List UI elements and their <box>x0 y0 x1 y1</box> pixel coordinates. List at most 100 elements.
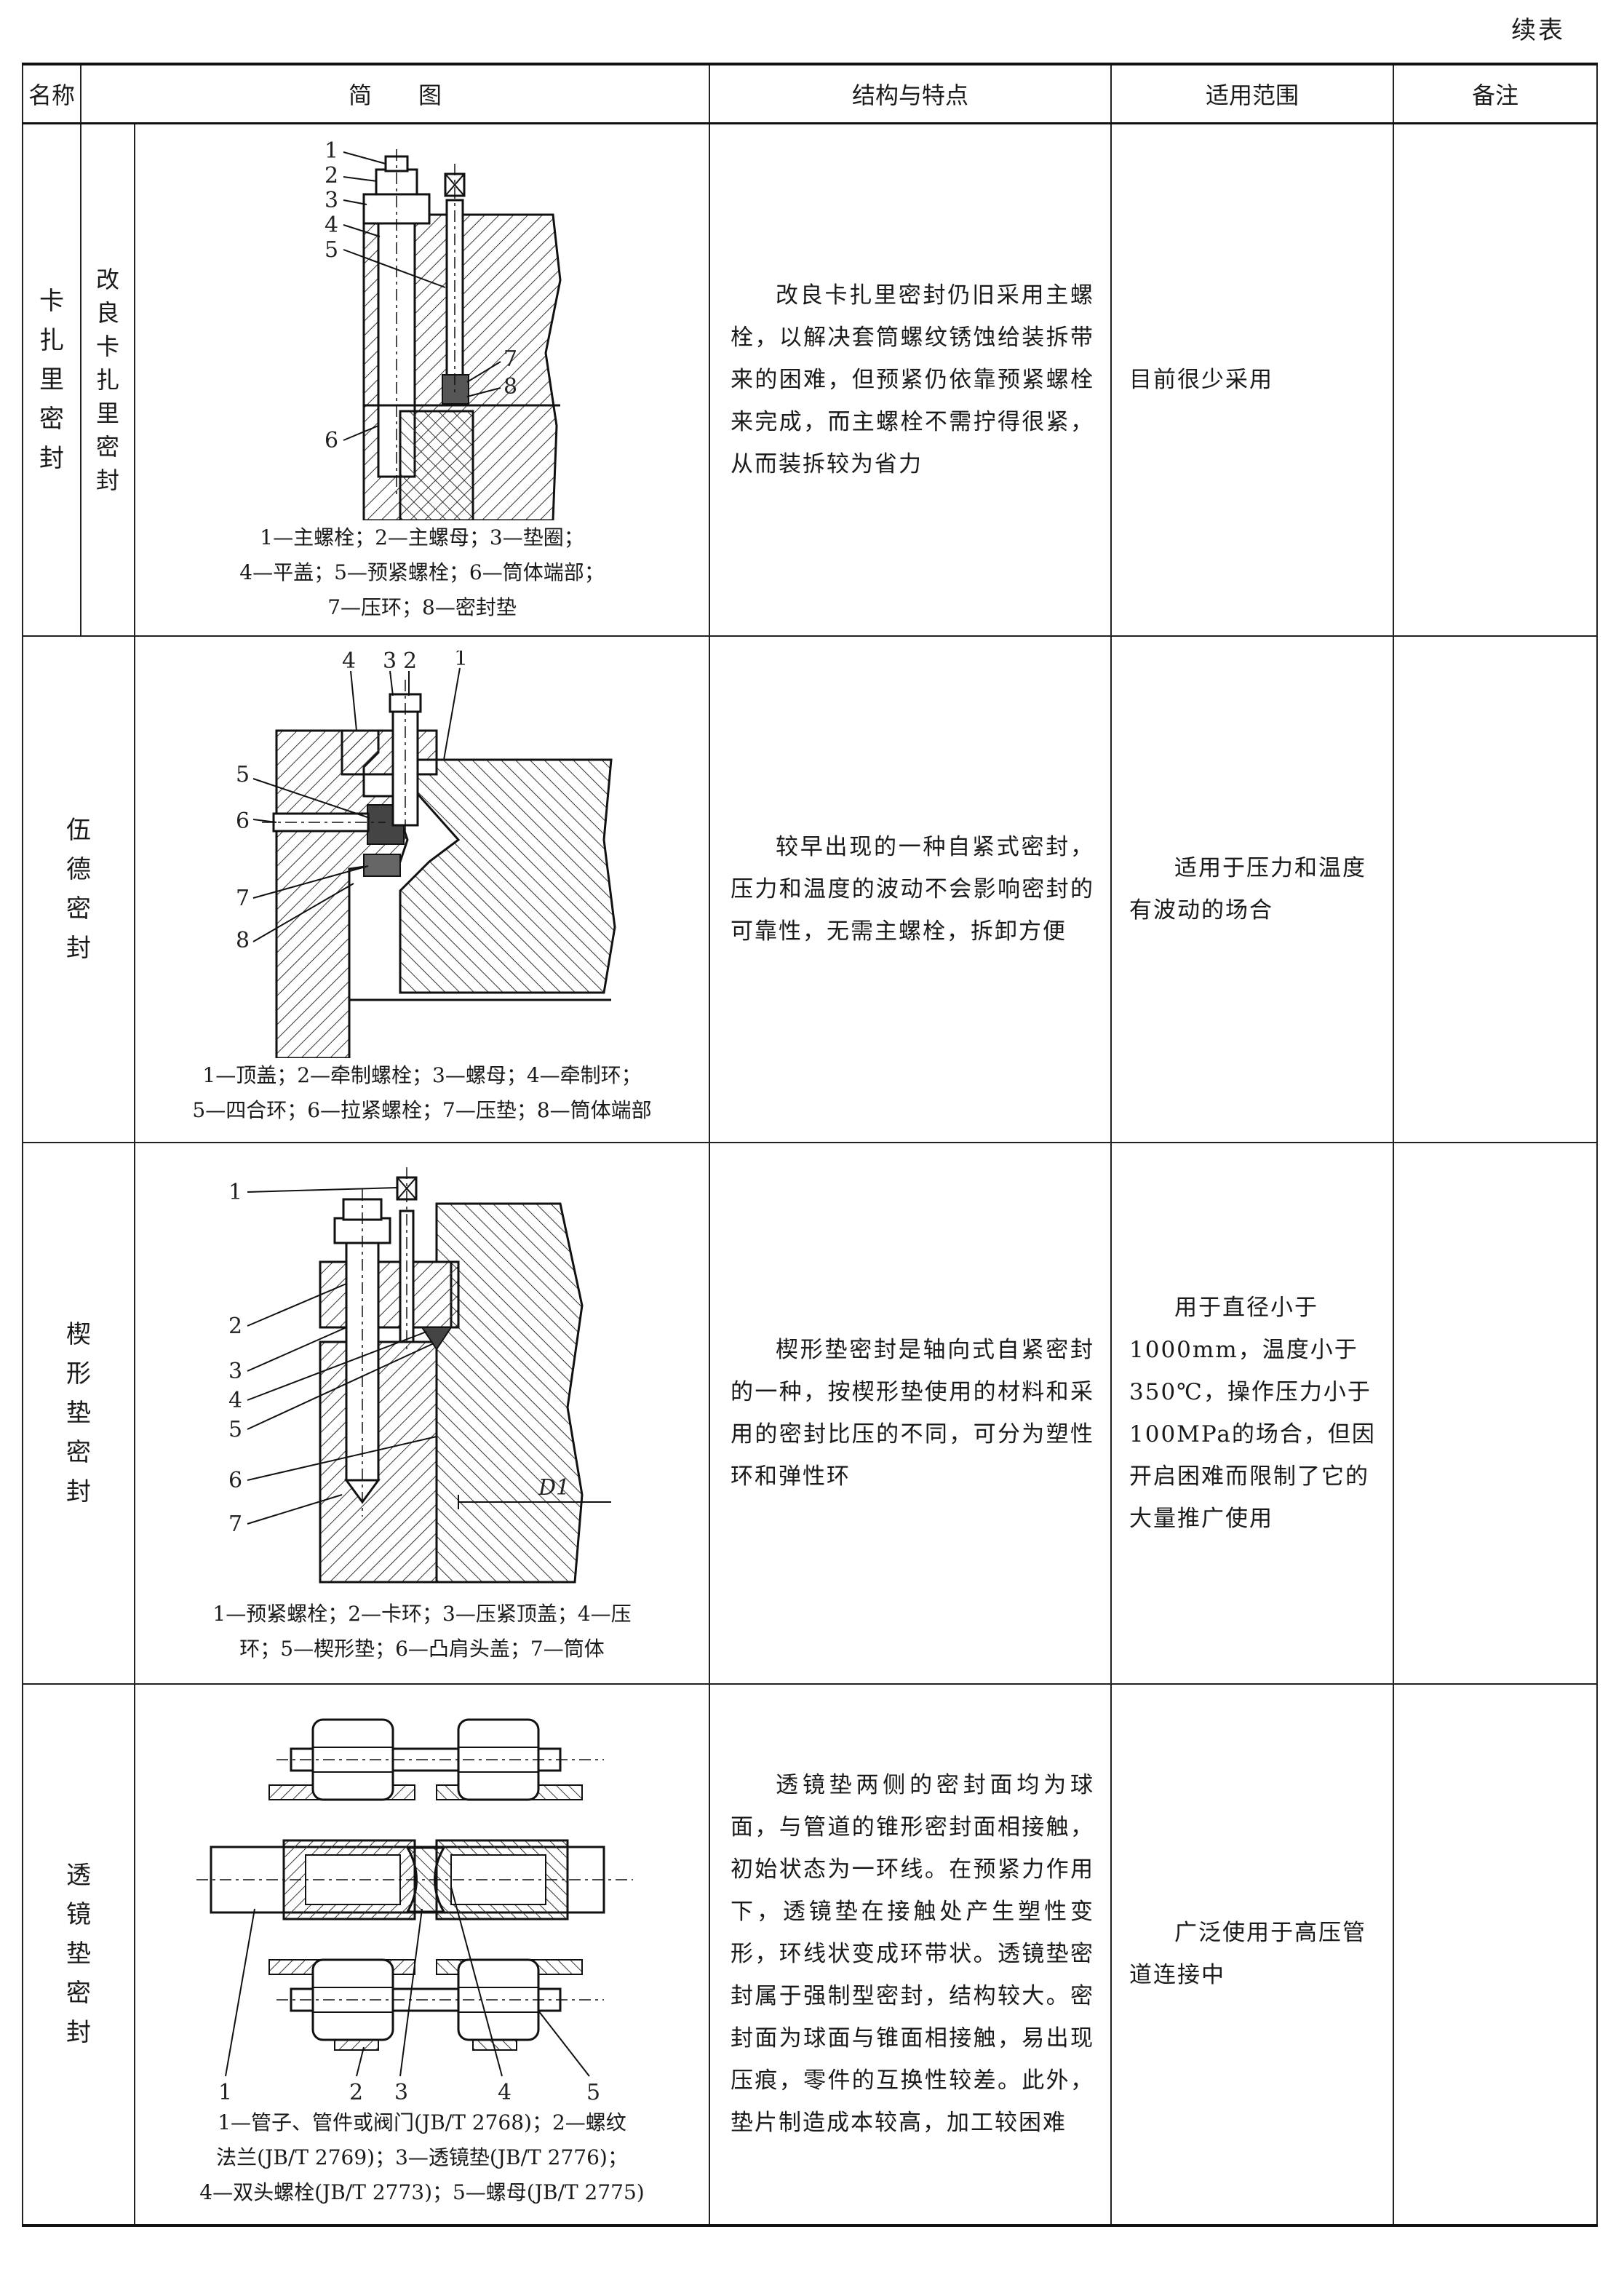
name-char: 楔 <box>66 1319 91 1349</box>
diagram-cell: 1 2 3 4 5 6 7 D1 1—预紧螺栓；2—卡环；3—压紧顶盖；4—压 … <box>133 1141 711 1685</box>
callout-6: 6 <box>228 1468 242 1493</box>
callout-1: 1 <box>218 2080 232 2105</box>
caption-line: 法兰(JB/T 2769)；3—透镜垫(JB/T 2776)； <box>216 2145 628 2169</box>
name-char: 密 <box>39 404 64 434</box>
caption-line: 1—管子、管件或阀门(JB/T 2768)；2—螺纹 <box>218 2110 626 2134</box>
name-char: 里 <box>95 399 119 427</box>
name-char: 密 <box>66 894 91 923</box>
callout-5: 5 <box>228 1417 242 1442</box>
diagram-cell: 1 2 3 4 5 1—管子、管件或阀门(JB/T 2768)；2—螺纹 法兰(… <box>133 1683 711 2226</box>
callout-7: 7 <box>228 1512 242 1537</box>
remark-cell <box>1393 1141 1599 1685</box>
name-text: 卡扎里密封 <box>39 282 64 478</box>
caption-line: 1—预紧螺栓；2—卡环；3—压紧顶盖；4—压 <box>212 1601 632 1626</box>
callout-8: 8 <box>503 374 517 400</box>
name-char: 封 <box>66 2018 91 2047</box>
wood-diagram: 4 3 2 1 5 6 7 8 <box>236 651 616 1058</box>
name-char: 德 <box>66 854 91 884</box>
name-char: 形 <box>66 1359 91 1389</box>
callout-3: 3 <box>228 1359 242 1384</box>
callout-3: 3 <box>325 188 338 213</box>
row-name: 楔形垫密封 <box>22 1141 135 1685</box>
name-char: 里 <box>39 365 64 394</box>
row-name: 卡扎里密封 <box>22 122 81 637</box>
header-remark: 备注 <box>1393 63 1599 124</box>
scope-text: 目前很少采用 <box>1110 122 1395 637</box>
row-wood: 伍德密封 <box>22 635 1599 1143</box>
name-text: 透镜垫密封 <box>66 1856 91 2052</box>
name-char: 卡 <box>39 286 64 316</box>
caption-line: 环；5—楔形垫；6—凸肩头盖；7—筒体 <box>239 1636 605 1661</box>
name-char: 透 <box>66 1861 91 1890</box>
name-char: 封 <box>95 466 119 494</box>
name-char: 良 <box>95 298 119 327</box>
row-kazali: 卡扎里密封 改良卡扎里密封 <box>22 122 1599 637</box>
callout-8: 8 <box>236 928 250 953</box>
name-text: 伍德密封 <box>66 811 91 968</box>
callout-3: 3 <box>383 651 397 674</box>
wedge-diagram: 1 2 3 4 5 6 7 D1 <box>228 1167 611 1583</box>
callout-5: 5 <box>236 762 250 787</box>
header-scope: 适用范围 <box>1110 63 1395 124</box>
header-diagram: 简 图 <box>79 63 711 124</box>
caption-line: 4—平盖；5—预紧螺栓；6—筒体端部； <box>239 560 605 584</box>
diagram-caption: 1—顶盖；2—牵制螺栓；3—螺母；4—牵制环； 5—四合环；6—拉紧螺栓；7—压… <box>135 1058 709 1128</box>
structure-text: 改良卡扎里密封仍旧采用主螺栓，以解决套筒螺纹锈蚀给装拆带来的困难，但预紧仍依靠预… <box>709 122 1113 637</box>
callout-3: 3 <box>394 2080 408 2105</box>
callout-1: 1 <box>325 138 338 164</box>
header-row: 名称 简 图 结构与特点 适用范围 备注 <box>22 63 1599 124</box>
seal-table: 名称 简 图 结构与特点 适用范围 备注 卡扎里密封 改良卡扎里密封 <box>22 63 1599 2227</box>
name-char: 垫 <box>66 1939 91 1969</box>
header-structure: 结构与特点 <box>709 63 1113 124</box>
diagram-cell: 4 3 2 1 5 6 7 8 1—顶盖；2—牵制螺栓；3—螺母；4—牵制环； … <box>133 635 711 1143</box>
scope-text: 用于直径小于1000mm，温度小于350℃，操作压力小于100MPa的场合，但因… <box>1110 1141 1395 1685</box>
subname-text: 改良卡扎里密封 <box>96 263 119 497</box>
name-char: 扎 <box>95 365 119 394</box>
callout-5: 5 <box>586 2080 600 2105</box>
callout-2: 2 <box>403 651 417 674</box>
name-char: 密 <box>66 1979 91 2008</box>
callout-4: 4 <box>342 651 356 674</box>
row-name: 透镜垫密封 <box>22 1683 135 2226</box>
diagram-caption: 1—预紧螺栓；2—卡环；3—压紧顶盖；4—压 环；5—楔形垫；6—凸肩头盖；7—… <box>135 1597 709 1667</box>
name-char: 密 <box>95 432 119 461</box>
row-lens: 透镜垫密封 <box>22 1683 1599 2226</box>
callout-2: 2 <box>325 163 338 188</box>
structure-text: 楔形垫密封是轴向式自紧密封的一种，按楔形垫使用的材料和采用的密封比压的不同，可分… <box>709 1141 1113 1685</box>
scope-text: 广泛使用于高压管道连接中 <box>1110 1683 1395 2226</box>
continued-label: 续表 <box>1511 16 1565 45</box>
name-char: 镜 <box>66 1900 91 1929</box>
caption-line: 1—顶盖；2—牵制螺栓；3—螺母；4—牵制环； <box>202 1062 642 1087</box>
lens-diagram: 1 2 3 4 5 <box>196 1718 633 2105</box>
name-char: 伍 <box>66 815 91 845</box>
structure-text: 较早出现的一种自紧式密封，压力和温度的波动不会影响密封的可靠性，无需主螺栓，拆卸… <box>709 635 1113 1143</box>
callout-5: 5 <box>325 237 338 263</box>
callout-2: 2 <box>349 2080 363 2105</box>
callout-4: 4 <box>325 212 338 238</box>
name-char: 扎 <box>39 325 64 355</box>
diagram-cell: 1 2 3 4 5 6 7 8 1—主螺栓；2—主螺母；3—垫圈； 4—平盖；5… <box>133 122 711 637</box>
dimension-label: D1 <box>538 1475 570 1501</box>
remark-cell <box>1393 635 1599 1143</box>
caption-line: 1—主螺栓；2—主螺母；3—垫圈； <box>260 525 584 549</box>
callout-4: 4 <box>228 1388 242 1413</box>
caption-line: 4—双头螺栓(JB/T 2773)；5—螺母(JB/T 2775) <box>199 2180 645 2204</box>
caption-line: 7—压环；8—密封垫 <box>327 595 517 619</box>
caption-line: 5—四合环；6—拉紧螺栓；7—压垫；8—筒体端部 <box>192 1097 652 1122</box>
name-char: 封 <box>66 933 91 963</box>
row-subname: 改良卡扎里密封 <box>80 122 135 637</box>
callout-4: 4 <box>498 2080 512 2105</box>
diagram-caption: 1—主螺栓；2—主螺母；3—垫圈； 4—平盖；5—预紧螺栓；6—筒体端部； 7—… <box>135 520 709 625</box>
row-wedge: 楔形垫密封 <box>22 1141 1599 1685</box>
name-char: 密 <box>66 1437 91 1467</box>
header-name: 名称 <box>22 63 81 124</box>
name-char: 垫 <box>66 1398 91 1428</box>
row-name: 伍德密封 <box>22 635 135 1143</box>
kazali-diagram: 1 2 3 4 5 6 7 8 <box>325 138 562 520</box>
callout-1: 1 <box>454 651 468 671</box>
name-char: 卡 <box>95 332 119 360</box>
name-char: 改 <box>95 265 119 293</box>
remark-cell <box>1393 1683 1599 2226</box>
callout-6: 6 <box>325 428 338 453</box>
callout-6: 6 <box>236 809 250 834</box>
